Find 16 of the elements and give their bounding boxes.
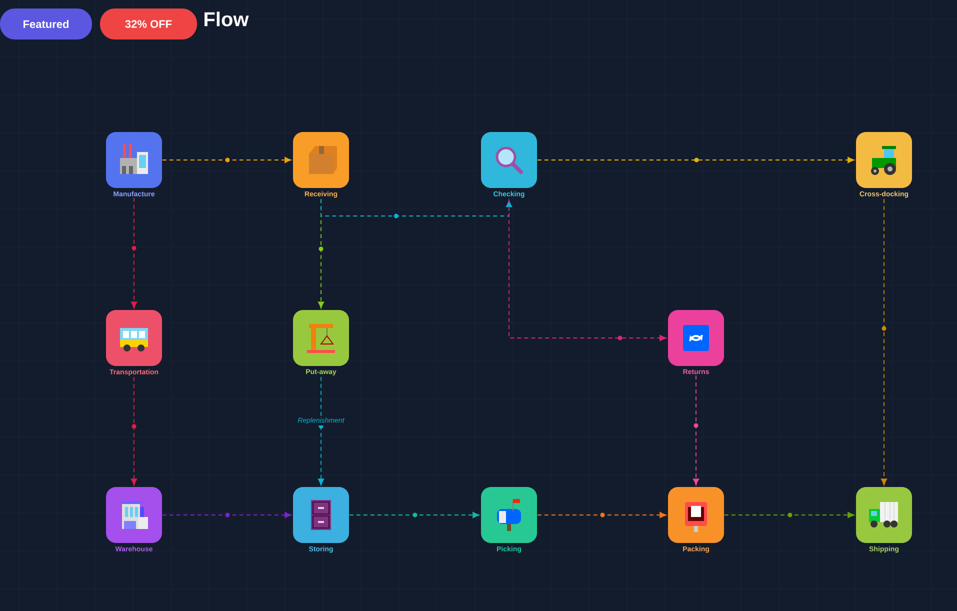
arrow xyxy=(348,512,480,518)
arrow xyxy=(536,156,854,164)
arrow xyxy=(508,198,666,342)
title: Flow xyxy=(204,12,249,26)
arrow xyxy=(320,198,512,218)
featured-badge: Featured xyxy=(0,8,92,40)
arrow xyxy=(880,198,888,486)
arrow xyxy=(162,512,292,518)
arrow xyxy=(162,156,292,164)
arrow xyxy=(692,375,700,486)
arrow xyxy=(130,376,138,486)
arrow xyxy=(130,197,138,308)
discount-badge: 32% OFF xyxy=(100,8,197,40)
arrow xyxy=(724,512,854,518)
arrow xyxy=(318,376,324,486)
arrow xyxy=(536,512,666,518)
